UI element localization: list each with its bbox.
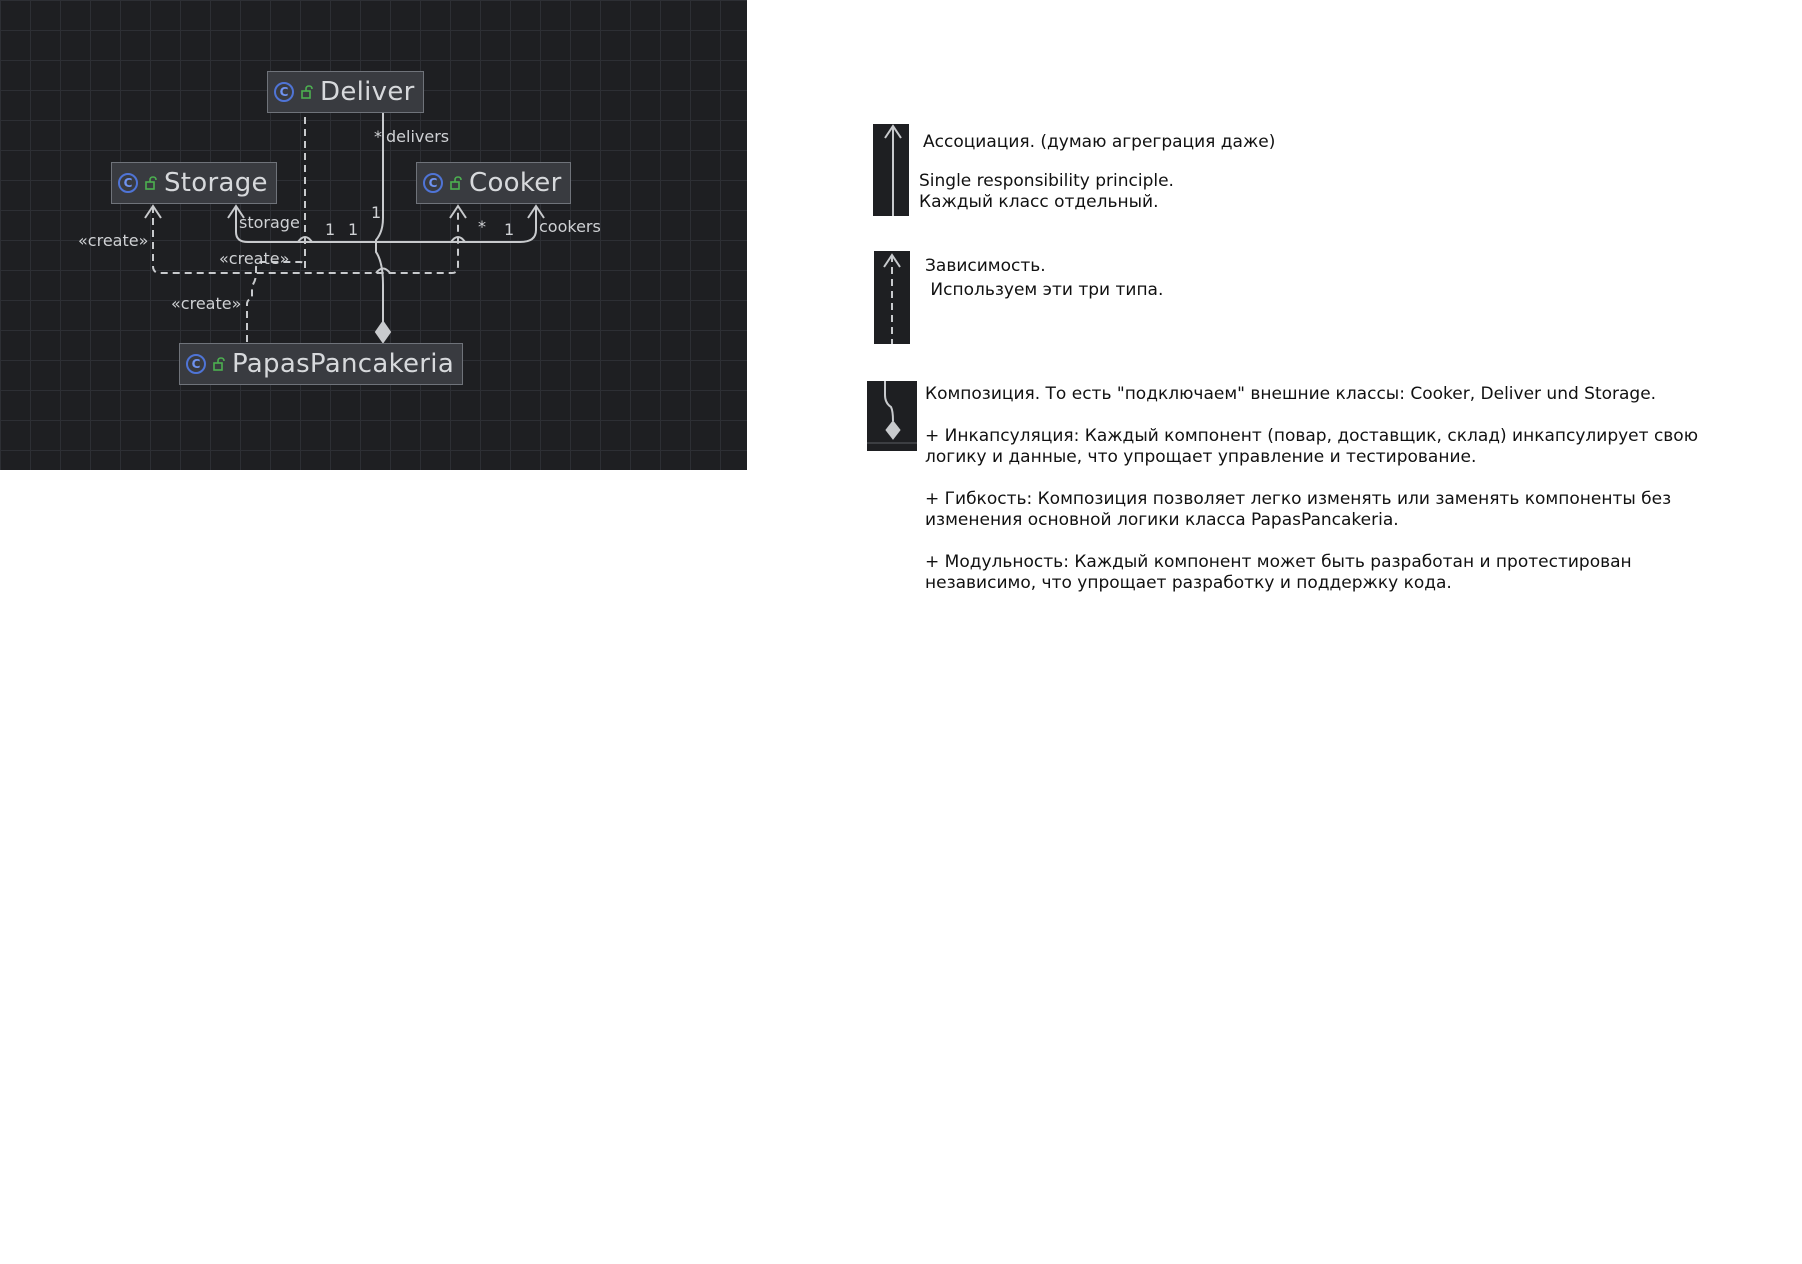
edge-dependency-bus-join <box>255 261 306 273</box>
class-icon: C <box>186 354 206 374</box>
arrowhead-cooker <box>527 204 545 219</box>
composition-diamond-icon <box>867 381 917 444</box>
class-name-storage: Storage <box>164 168 268 198</box>
class-node-storage[interactable]: C Storage <box>111 162 277 204</box>
class-icon: C <box>274 82 294 102</box>
multiplicity-deliver-one: 1 <box>371 203 382 222</box>
legend-composition-encapsulation: + Инкапсуляция: Каждый компонент (повар,… <box>925 426 1704 467</box>
public-visibility-icon <box>301 85 313 99</box>
edge-dependency-bus <box>152 206 459 274</box>
public-visibility-icon <box>213 357 225 371</box>
class-name-cooker: Cooker <box>469 168 562 198</box>
legend-composition-title: Композиция. То есть "подключаем" внешние… <box>925 384 1657 404</box>
legend-association-line2: Каждый класс отдельный. <box>919 192 1159 212</box>
association-arrow-icon <box>884 124 902 216</box>
class-name-deliver: Deliver <box>320 77 415 107</box>
class-node-cooker[interactable]: C Cooker <box>416 162 571 204</box>
multiplicity-cooker-one: 1 <box>504 220 515 239</box>
edge-dependency-trunk <box>246 273 257 342</box>
line-jump-2 <box>450 236 466 243</box>
role-label-delivers: delivers <box>386 127 450 146</box>
legend-association-title: Ассоциация. (думаю агреграция даже) <box>923 132 1276 152</box>
class-icon: C <box>118 173 138 193</box>
edge-association-storage <box>235 206 376 243</box>
uml-class-diagram[interactable]: «create» «create» «create» storage deliv… <box>0 0 747 470</box>
class-name-papaspancakeria: PapasPancakeria <box>232 349 455 379</box>
role-label-storage: storage <box>239 213 300 232</box>
legend-dependency-title: Зависимость. <box>925 256 1046 276</box>
edge-association-cooker <box>376 206 537 243</box>
multiplicity-delivers-star: * <box>374 127 382 146</box>
legend-dependency-swatch <box>874 251 910 344</box>
public-visibility-icon <box>145 176 157 190</box>
arrowhead-dep-cooker <box>449 204 467 219</box>
class-node-deliver[interactable]: C Deliver <box>267 71 424 113</box>
create-label-deliver: «create» <box>219 249 290 268</box>
class-icon: C <box>423 173 443 193</box>
line-jump-3 <box>375 267 391 274</box>
arrowhead-dep-storage <box>144 204 162 219</box>
multiplicity-storage-one-a: 1 <box>325 220 336 239</box>
edge-association-deliver <box>375 82 384 324</box>
create-label-storage: «create» <box>78 231 149 250</box>
dependency-arrow-icon <box>883 253 901 344</box>
class-node-papaspancakeria[interactable]: C PapasPancakeria <box>179 343 464 385</box>
legend-composition-swatch <box>867 381 917 451</box>
public-visibility-icon <box>450 176 462 190</box>
arrowhead-storage <box>227 204 245 219</box>
line-jump-1 <box>297 236 313 243</box>
role-label-cookers: cookers <box>539 217 601 236</box>
legend-dependency-line1: Используем эти три типа. <box>925 280 1164 300</box>
legend-composition-flexibility: + Гибкость: Композиция позволяет легко и… <box>925 489 1677 530</box>
legend-association-swatch <box>873 124 909 216</box>
legend-composition-modularity: + Модульность: Каждый компонент может бы… <box>925 552 1638 593</box>
create-label-papas: «create» <box>171 294 242 313</box>
composition-diamond <box>374 320 392 344</box>
multiplicity-cookers-star: * <box>478 217 486 236</box>
multiplicity-storage-one-b: 1 <box>348 220 359 239</box>
legend-association-line1: Single responsibility principle. <box>919 171 1174 191</box>
